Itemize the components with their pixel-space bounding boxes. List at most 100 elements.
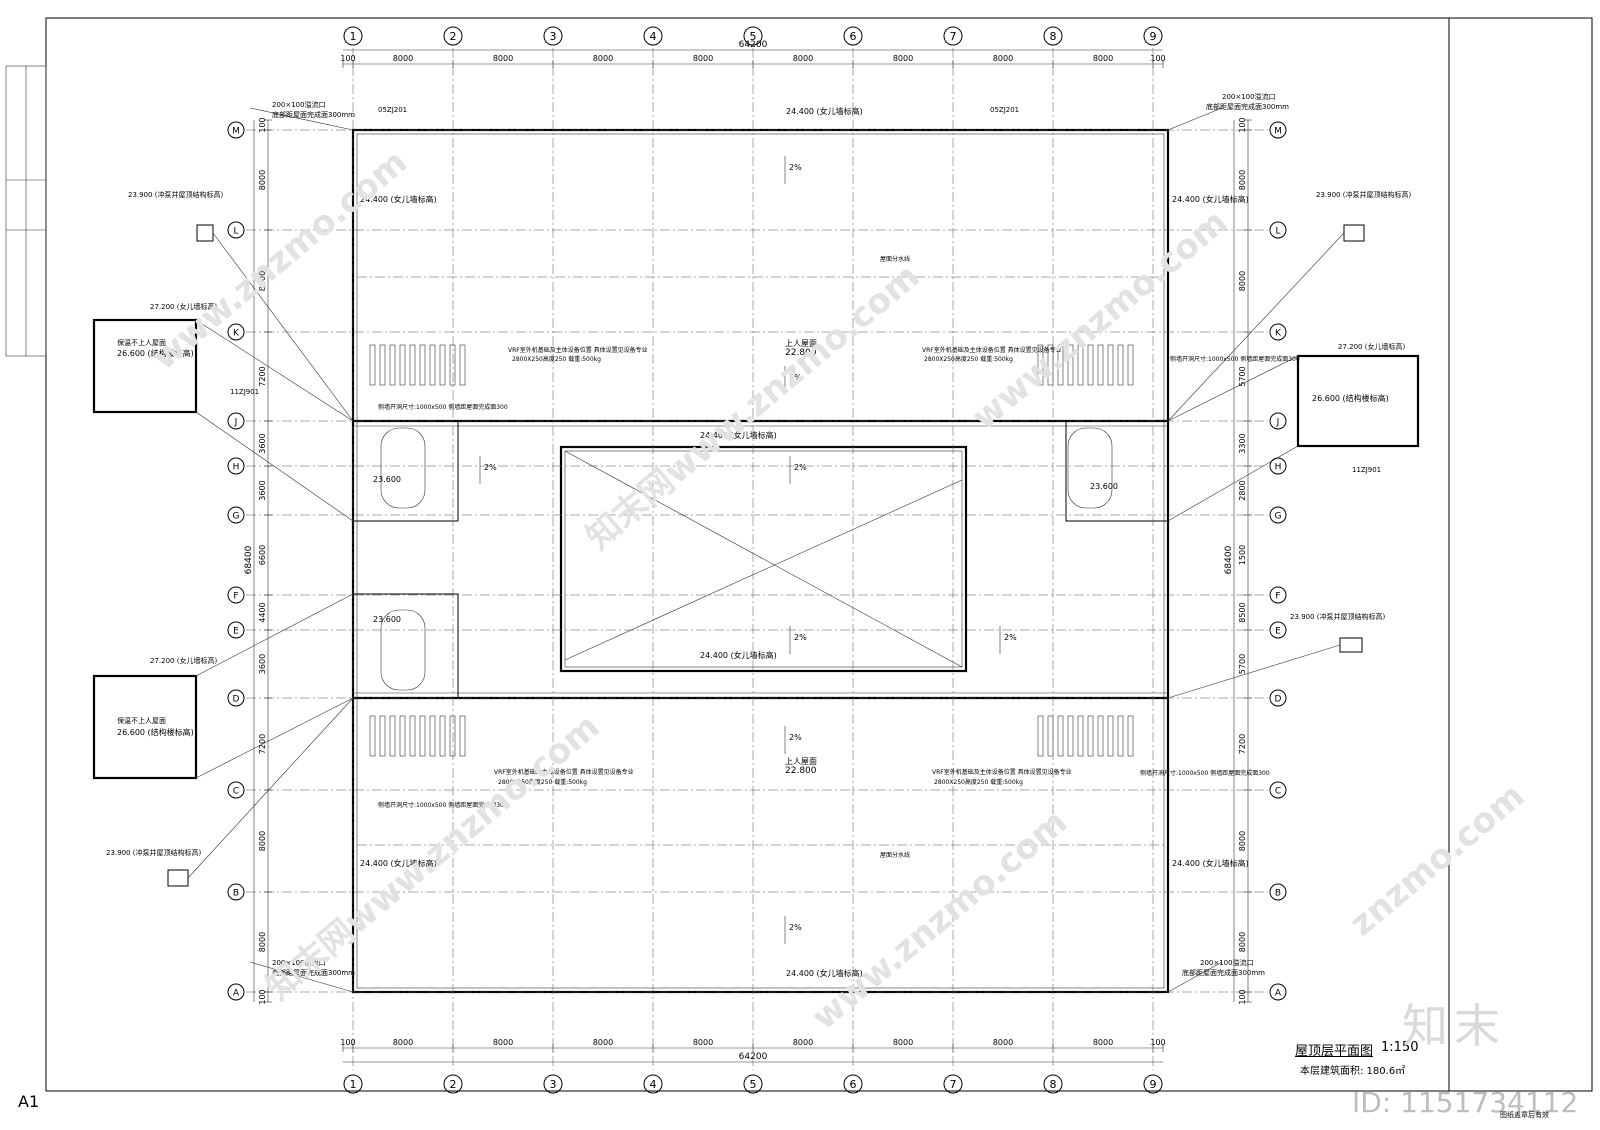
parapet-elev-courtyard-n: 24.400 (女儿墙标高) bbox=[700, 431, 777, 440]
vrf-pad-group-sw bbox=[369, 715, 466, 757]
grid-bubble-row bbox=[1269, 457, 1287, 475]
grid-label-col: 4 bbox=[650, 1078, 657, 1091]
vrf-pad-group-se bbox=[1037, 715, 1134, 757]
grid-bubble-row bbox=[1269, 781, 1287, 799]
drain-note-nw-2: 底部距屋面完成面300mm bbox=[272, 111, 355, 119]
vrf-pad bbox=[369, 344, 376, 386]
shaft-box-ne bbox=[1343, 224, 1365, 242]
grid-bubble-col bbox=[943, 26, 963, 46]
grid-label-row: M bbox=[1274, 127, 1282, 137]
dimension-label: 8000 bbox=[993, 1038, 1013, 1047]
dimension-label: 100 bbox=[1238, 117, 1247, 132]
grid-bubble-col bbox=[743, 26, 763, 46]
area-note: 本层建筑面积: 180.6㎡ bbox=[1300, 1066, 1406, 1077]
grid-label-col: 3 bbox=[550, 30, 557, 43]
slope-label: 2% bbox=[794, 463, 807, 472]
grid-bubble-col bbox=[843, 1074, 863, 1094]
grid-label-row: E bbox=[1275, 627, 1281, 637]
slope-label: 2% bbox=[789, 733, 802, 742]
grid-bubble-col bbox=[1143, 26, 1163, 46]
grid-bubble-row bbox=[227, 883, 245, 901]
parapet-elev-courtyard-s: 24.400 (女儿墙标高) bbox=[700, 651, 777, 660]
grid-label-col: 9 bbox=[1150, 30, 1157, 43]
grid-bubble-col bbox=[643, 26, 663, 46]
vrf-note-ne: VRF室外机基础及主体设备位置 具体设置见设备专业 bbox=[922, 347, 1062, 354]
roof-label-south: 上人屋面 bbox=[785, 757, 817, 766]
grid-label-row: K bbox=[233, 329, 240, 339]
grid-label-col: 7 bbox=[950, 1078, 957, 1091]
grid-label-row: F bbox=[233, 592, 238, 602]
vrf-pad bbox=[419, 344, 426, 386]
vrf-pad bbox=[419, 715, 426, 757]
shaft-elev-e: 23.900 (冲泵井屋顶结构标高) bbox=[1290, 613, 1386, 621]
dimension-label: 8000 bbox=[258, 932, 267, 952]
shaft-elev-nw: 23.900 (冲泵井屋顶结构标高) bbox=[128, 191, 224, 199]
vrf-pad bbox=[1057, 344, 1064, 386]
dimension-total: 64200 bbox=[739, 40, 768, 50]
grid-label-row: C bbox=[233, 787, 239, 797]
vrf-pad bbox=[399, 715, 406, 757]
grid-label-row: C bbox=[1275, 787, 1281, 797]
drain-note-sw: 200×100溢流口 bbox=[272, 959, 326, 967]
vrf-pad bbox=[1097, 344, 1104, 386]
slope-label: 2% bbox=[789, 923, 802, 932]
grid-bubble-row bbox=[1269, 689, 1287, 707]
parapet-elev-top: 24.400 (女儿墙标高) bbox=[786, 107, 863, 116]
pipe-note-n: 屋面分水线 bbox=[880, 256, 911, 263]
vrf-pad bbox=[429, 715, 436, 757]
drain-note-nw: 200×100溢流口 bbox=[272, 101, 326, 109]
sheet-size-label: A1 bbox=[18, 1092, 40, 1111]
ref-note-4: 11ZJ901 bbox=[1352, 466, 1382, 474]
vrf-pad bbox=[439, 344, 446, 386]
dimension-label: 8000 bbox=[693, 54, 713, 63]
vrf-pad bbox=[1037, 344, 1044, 386]
vrf-pad bbox=[1127, 715, 1134, 757]
stair-elev-lower: 23.600 bbox=[373, 615, 401, 624]
left-core-upper bbox=[352, 420, 459, 522]
dimension-label: 100 bbox=[1150, 1038, 1165, 1047]
ref-note-1: 05ZJ201 bbox=[378, 106, 408, 114]
title-block-note: 图纸盖章后有效 bbox=[1500, 1111, 1549, 1119]
dimension-label: 8000 bbox=[1238, 831, 1247, 851]
grid-bubble-col bbox=[943, 1074, 963, 1094]
vrf-note-se: VRF室外机基础及主体设备位置 具体设置见设备专业 bbox=[932, 769, 1072, 776]
dimension-total: 68400 bbox=[244, 545, 254, 574]
grid-label-col: 9 bbox=[1150, 1078, 1157, 1091]
stair-elev-upper: 23.600 bbox=[373, 475, 401, 484]
vrf-pad bbox=[1087, 715, 1094, 757]
side-roof-ne bbox=[1296, 354, 1420, 448]
grid-label-col: 6 bbox=[850, 30, 857, 43]
grid-bubble-row bbox=[227, 221, 245, 239]
grid-label-row: L bbox=[1275, 227, 1280, 237]
dimension-label: 5700 bbox=[1238, 654, 1247, 674]
vrf-pad bbox=[389, 715, 396, 757]
hatch-note-ne: 侧墙开洞尺寸:1000x500 侧墙距屋面完成面300 bbox=[1170, 356, 1300, 363]
grid-bubble-col bbox=[1043, 26, 1063, 46]
vrf-pad bbox=[459, 715, 466, 757]
grid-bubble-row bbox=[1269, 883, 1287, 901]
grid-label-col: 2 bbox=[450, 1078, 457, 1091]
drain-note-ne-2: 底部距屋面完成面300mm bbox=[1206, 103, 1289, 111]
side-roof-top-nw: 27.200 (女儿墙标高) bbox=[150, 303, 218, 311]
dimension-label: 3600 bbox=[258, 433, 267, 453]
grid-label-col: 2 bbox=[450, 30, 457, 43]
roof-elev-south: 22.800 bbox=[785, 766, 817, 776]
slope-label: 2% bbox=[794, 633, 807, 642]
vrf-pad bbox=[389, 344, 396, 386]
grid-bubble-col bbox=[1143, 1074, 1163, 1094]
roof-elev-north: 22.800 bbox=[785, 348, 817, 358]
ref-note-2: 05ZJ201 bbox=[990, 106, 1020, 114]
grid-label-col: 5 bbox=[750, 1078, 757, 1091]
grid-label-row: F bbox=[1275, 592, 1280, 602]
parapet-elev-right-s: 24.400 (女儿墙标高) bbox=[1172, 859, 1249, 868]
dimension-label: 5700 bbox=[1238, 366, 1247, 386]
dimension-label: 100 bbox=[258, 989, 267, 1004]
side-roof-sw bbox=[92, 674, 198, 780]
vrf-pad bbox=[459, 344, 466, 386]
slope-label: 2% bbox=[789, 373, 802, 382]
vrf-pad bbox=[1127, 344, 1134, 386]
dimension-label: 8000 bbox=[593, 1038, 613, 1047]
vrf-size-sw: 2800X250高度250 载重:500kg bbox=[498, 779, 587, 786]
vrf-note-sw: VRF室外机基础及主体设备位置 具体设置见设备专业 bbox=[494, 769, 634, 776]
grid-bubble-row bbox=[227, 586, 245, 604]
